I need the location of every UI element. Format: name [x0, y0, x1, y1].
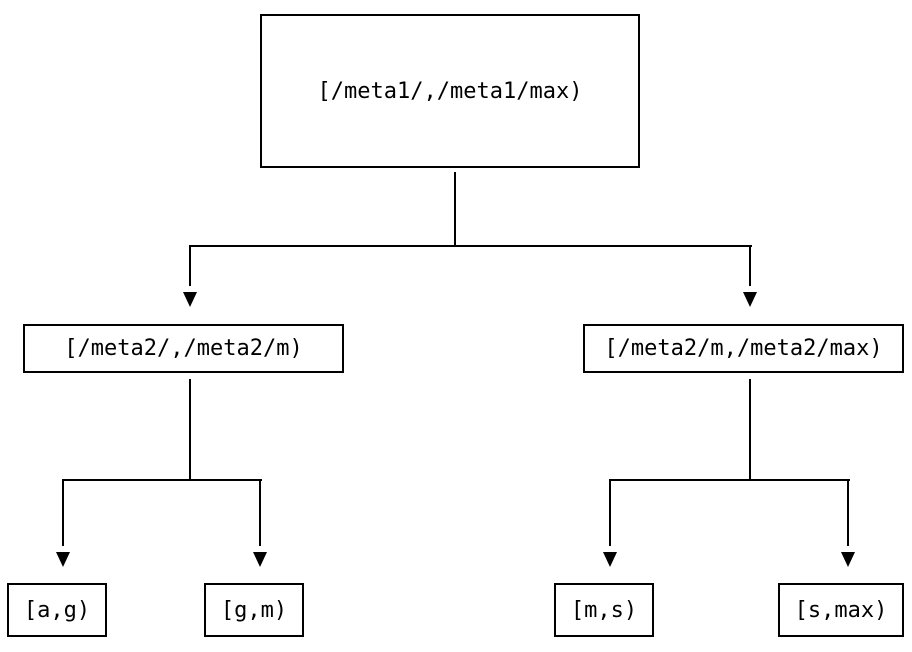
- tree-node-level2-right: [/meta2/m,/meta2/max): [583, 324, 904, 373]
- edge-right-to-leaf-smax-drop: [847, 481, 849, 546]
- tree-node-level2-left: [/meta2/,/meta2/m): [23, 324, 344, 373]
- tree-leaf-smax: [s,max): [778, 583, 904, 637]
- edge-root-to-left-drop: [189, 247, 191, 286]
- tree-node-level2-right-label: [/meta2/m,/meta2/max): [604, 336, 883, 361]
- tree-leaf-smax-label: [s,max): [794, 597, 888, 623]
- tree-leaf-gm: [g,m): [204, 583, 304, 637]
- edge-root-stem: [454, 172, 456, 247]
- tree-leaf-ms: [m,s): [554, 583, 654, 637]
- arrowhead-down-icon: [253, 552, 267, 567]
- arrowhead-down-icon: [743, 292, 757, 307]
- edge-left-branch-horizontal: [62, 479, 262, 481]
- edge-root-to-right-drop: [749, 247, 751, 286]
- edge-left-to-leaf-gm-drop: [259, 481, 261, 546]
- edge-right-stem: [749, 379, 751, 481]
- tree-leaf-ag: [a,g): [7, 583, 107, 637]
- arrowhead-down-icon: [603, 552, 617, 567]
- edge-right-to-leaf-ms-drop: [609, 481, 611, 546]
- tree-leaf-gm-label: [g,m): [220, 597, 288, 623]
- edge-root-branch-horizontal: [189, 245, 752, 247]
- arrowhead-down-icon: [183, 292, 197, 307]
- edge-right-branch-horizontal: [609, 479, 850, 481]
- tree-leaf-ag-label: [a,g): [23, 597, 91, 623]
- tree-node-root: [/meta1/,/meta1/max): [260, 14, 640, 168]
- tree-leaf-ms-label: [m,s): [570, 597, 638, 623]
- tree-node-root-label: [/meta1/,/meta1/max): [317, 78, 583, 104]
- edge-left-to-leaf-ag-drop: [62, 481, 64, 546]
- edge-left-stem: [189, 379, 191, 481]
- arrowhead-down-icon: [841, 552, 855, 567]
- tree-node-level2-left-label: [/meta2/,/meta2/m): [64, 336, 303, 361]
- arrowhead-down-icon: [56, 552, 70, 567]
